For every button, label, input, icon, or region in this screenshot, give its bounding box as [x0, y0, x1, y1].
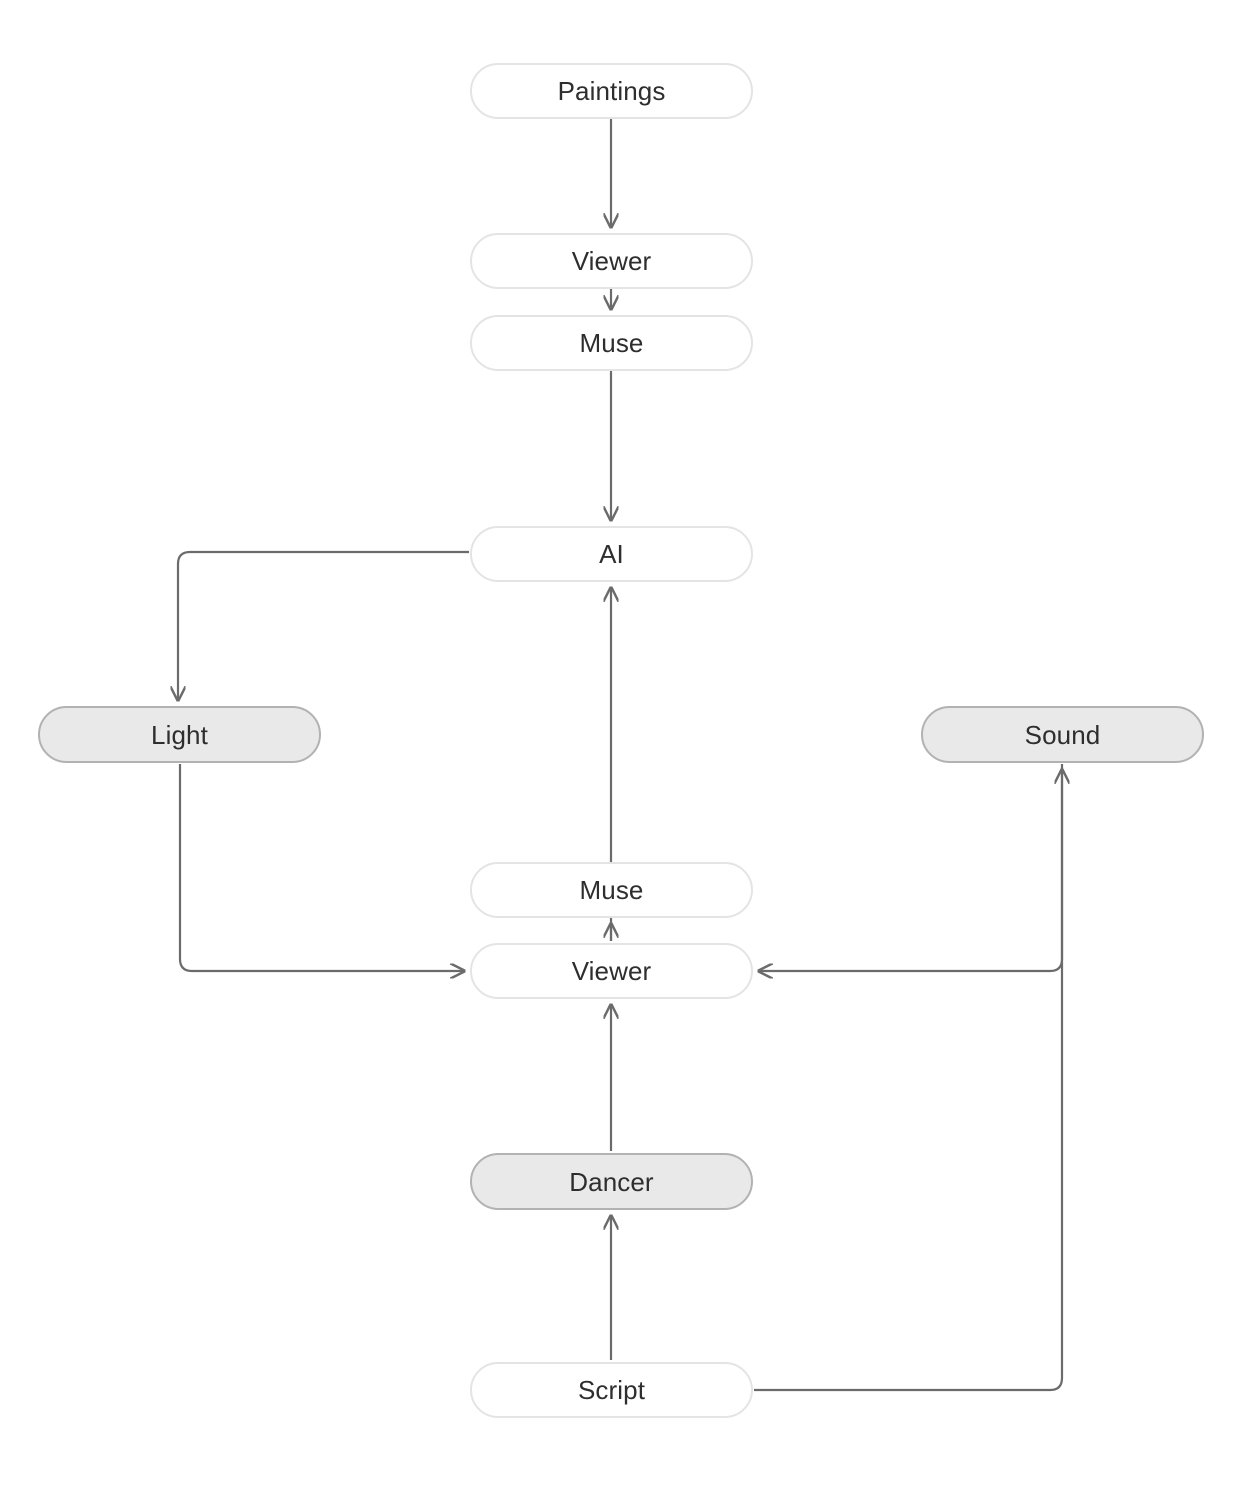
node-label-light: Light — [151, 719, 208, 750]
node-label-muse-mid: Muse — [579, 875, 644, 905]
node-muse-top[interactable]: Muse — [470, 315, 753, 371]
node-label-script: Script — [577, 1375, 646, 1405]
node-ai[interactable]: AI — [470, 526, 753, 582]
node-label-sound: Sound — [1024, 719, 1101, 750]
node-paintings[interactable]: Paintings — [470, 63, 753, 119]
edge-ai-to-light — [178, 550, 469, 700]
node-label-ai: AI — [599, 539, 624, 569]
node-label-dancer: Dancer — [569, 1166, 654, 1197]
node-script[interactable]: Script — [470, 1362, 753, 1418]
edge-script-to-sound — [754, 770, 1062, 1392]
node-label-viewer-mid: Viewer — [571, 956, 652, 986]
node-sound[interactable]: Sound — [921, 706, 1204, 763]
node-label-muse-top: Muse — [579, 328, 644, 358]
node-muse-mid[interactable]: Muse — [470, 862, 753, 918]
node-label-viewer-top: Viewer — [571, 246, 652, 276]
node-viewer-mid[interactable]: Viewer — [470, 943, 753, 999]
edge-light-to-viewer — [178, 764, 464, 971]
node-dancer[interactable]: Dancer — [470, 1153, 753, 1210]
node-light[interactable]: Light — [38, 706, 321, 763]
edge-sound-to-viewer — [759, 764, 1064, 971]
node-label-paintings: Paintings — [557, 76, 666, 106]
node-viewer-top[interactable]: Viewer — [470, 233, 753, 289]
